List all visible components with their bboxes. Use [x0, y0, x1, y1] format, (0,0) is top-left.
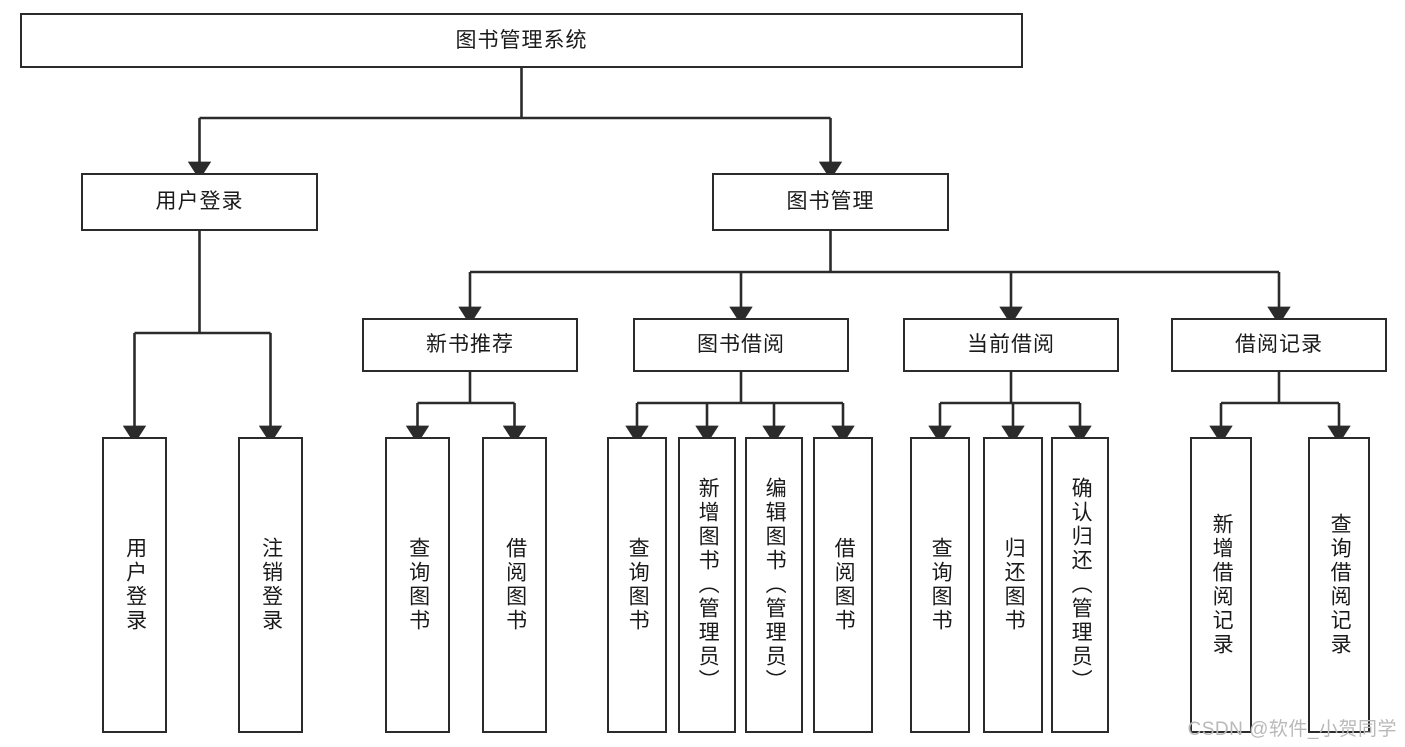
- node-book-management[interactable]: 图书管理: [712, 173, 949, 231]
- node-label: 当前借阅: [967, 333, 1055, 357]
- node-leaf-query-book-current[interactable]: 查询图书: [910, 437, 970, 733]
- node-leaf-borrow-book-recommend[interactable]: 借阅图书: [482, 437, 547, 733]
- node-leaf-add-borrow-record[interactable]: 新增借阅记录: [1190, 437, 1252, 733]
- node-leaf-add-book[interactable]: 新增图书（管理员）: [678, 437, 736, 733]
- node-label: 查询借阅记录: [1328, 513, 1352, 657]
- node-book-borrow[interactable]: 图书借阅: [633, 318, 849, 372]
- node-label: 借阅图书: [832, 537, 856, 633]
- node-label: 注销登录: [259, 537, 283, 633]
- node-leaf-query-borrow-record[interactable]: 查询借阅记录: [1308, 437, 1370, 733]
- node-label: 新增借阅记录: [1210, 513, 1234, 657]
- node-leaf-user-login[interactable]: 用户登录: [102, 437, 167, 733]
- node-root[interactable]: 图书管理系统: [20, 13, 1023, 68]
- node-label: 查询图书: [929, 537, 953, 633]
- node-leaf-logout[interactable]: 注销登录: [238, 437, 303, 733]
- node-user-login[interactable]: 用户登录: [81, 173, 318, 231]
- node-new-book-recommend[interactable]: 新书推荐: [362, 318, 578, 372]
- node-label: 归还图书: [1002, 537, 1026, 633]
- node-leaf-query-book-borrow[interactable]: 查询图书: [607, 437, 667, 733]
- node-label: 确认归还（管理员）: [1069, 477, 1093, 693]
- node-borrow-record[interactable]: 借阅记录: [1171, 318, 1387, 372]
- node-label: 借阅记录: [1235, 333, 1323, 357]
- node-label: 用户登录: [123, 537, 147, 633]
- node-label: 用户登录: [155, 190, 244, 214]
- node-label: 新增图书（管理员）: [696, 477, 720, 693]
- node-leaf-query-book-recommend[interactable]: 查询图书: [385, 437, 450, 733]
- node-leaf-return-book[interactable]: 归还图书: [983, 437, 1043, 733]
- node-label: 查询图书: [626, 537, 650, 633]
- node-label: 图书借阅: [697, 333, 785, 357]
- node-label: 图书管理: [786, 190, 875, 214]
- node-current-borrow[interactable]: 当前借阅: [903, 318, 1119, 372]
- node-label: 图书管理系统: [455, 28, 588, 52]
- node-leaf-confirm-return[interactable]: 确认归还（管理员）: [1051, 437, 1109, 733]
- node-leaf-edit-book[interactable]: 编辑图书（管理员）: [745, 437, 803, 733]
- node-label: 编辑图书（管理员）: [763, 477, 787, 693]
- node-label: 新书推荐: [426, 333, 514, 357]
- node-label: 查询图书: [406, 537, 430, 633]
- node-leaf-borrow-book[interactable]: 借阅图书: [813, 437, 873, 733]
- node-label: 借阅图书: [503, 537, 527, 633]
- watermark: CSDN @软件_小贺同学: [1187, 719, 1397, 740]
